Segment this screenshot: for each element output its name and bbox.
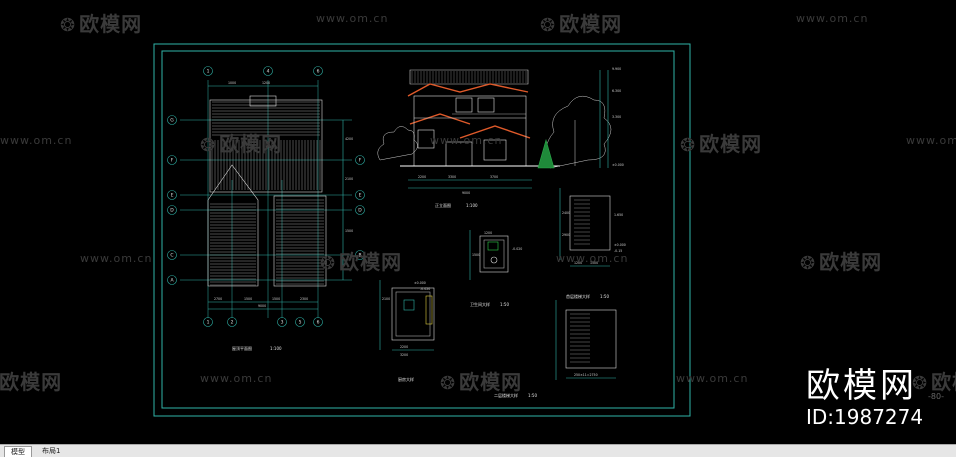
stair1-scale: 1:50 — [600, 294, 609, 299]
plan-dim-bottom: 2300 — [300, 297, 308, 301]
watermark-logo: 欧模网 — [320, 246, 402, 275]
sheet-outer-frame — [153, 43, 691, 417]
watermark-url: www.om.cn — [0, 134, 73, 147]
watermark-logo: 欧模网 — [680, 128, 762, 157]
plan-dim-total: 9000 — [258, 304, 266, 308]
brand-id: ID:1987274 — [806, 405, 924, 429]
toilet-title: 卫生间大样 — [470, 301, 490, 307]
plan-dim-bottom: 1500 — [244, 297, 252, 301]
watermark-url: www.om.cn — [316, 12, 389, 25]
brand-overlay: 欧模网 ID:1987274 — [806, 358, 923, 429]
elev-dim-total: 9000 — [462, 191, 470, 195]
toilet-detail — [469, 230, 509, 280]
watermark-url: www.om.cn — [556, 252, 629, 265]
plan-dim-top: 1000 — [228, 81, 236, 85]
stair-level: ±0.000 — [614, 243, 626, 247]
elevation-title: 正立面图 — [435, 202, 451, 208]
stair-detail-1 — [559, 188, 611, 267]
stair-detail-2 — [555, 300, 617, 380]
roof-plan — [180, 80, 352, 318]
stair1-title: 首层楼梯大样 — [566, 293, 590, 299]
page-number: -80- — [928, 392, 944, 401]
toilet-dim: 1500 — [472, 253, 480, 257]
kitchen-title: 厨房大样 — [398, 376, 414, 382]
plan-dim-top: 1200 — [262, 81, 270, 85]
tab-layout1[interactable]: 布局1 — [42, 447, 61, 455]
watermark-url: www.om.cn — [676, 372, 749, 385]
grid-bubble-right: F — [359, 158, 362, 164]
stair-level: -0.15 — [614, 249, 622, 253]
toilet-scale: 1:50 — [500, 302, 509, 307]
grid-bubble-bottom: 5 — [299, 320, 302, 326]
grid-bubble-bottom: 3 — [281, 320, 284, 326]
grid-bubble-top: 1 — [207, 69, 210, 75]
stair-dim: 2900 — [562, 233, 570, 237]
watermark-url: www.om.cn — [796, 12, 869, 25]
kitchen-dim: 3200 — [400, 353, 408, 357]
plan-dim-right: 2100 — [345, 177, 353, 181]
grid-bubble-right: D — [358, 208, 362, 214]
grid-bubble-bottom: 6 — [317, 320, 320, 326]
watermark-logo: 欧模网 — [0, 366, 62, 395]
watermark-logo: 欧模网 — [540, 8, 622, 37]
watermark-url: www.om.cn — [200, 372, 273, 385]
grid-bubble-right: E — [359, 193, 362, 199]
stair-level: 1.650 — [614, 213, 623, 217]
elevation-scale: 1:100 — [466, 203, 478, 208]
kitchen-dim: 2200 — [400, 345, 408, 349]
grid-bubble-left: D — [170, 208, 174, 214]
watermark-logo: 欧模网 — [440, 366, 522, 395]
elev-level: 6.300 — [612, 89, 621, 93]
grid-bubble-left: E — [171, 193, 174, 199]
kitchen-level: ±0.000 — [414, 281, 426, 285]
plan-dim-right: 1500 — [345, 229, 353, 233]
grid-bubble-left: F — [171, 158, 174, 164]
watermark-logo: 欧模网 — [60, 8, 142, 37]
elev-dim-bottom: 3700 — [490, 175, 498, 179]
kitchen-detail — [379, 280, 435, 351]
toilet-dim: 1200 — [484, 231, 492, 235]
layout-tab-bar: 模型 布局1 — [0, 444, 956, 457]
grid-bubble-bottom: 2 — [231, 320, 234, 326]
watermark-url: www.om.cn — [906, 134, 956, 147]
front-elevation — [377, 69, 612, 189]
kitchen-level: -0.020 — [420, 287, 430, 291]
tab-model[interactable]: 模型 — [4, 446, 32, 457]
grid-bubble-bottom: 1 — [207, 320, 210, 326]
elev-dim-bottom: 2200 — [418, 175, 426, 179]
elev-dim-bottom: 3300 — [448, 175, 456, 179]
sheet-inner-frame — [161, 50, 675, 409]
plan-title: 屋顶平面图 — [232, 345, 252, 351]
grid-bubble-left: G — [170, 118, 174, 124]
elev-level: 3.300 — [612, 115, 621, 119]
grid-bubble-left: C — [170, 253, 173, 259]
elev-level: ±0.000 — [612, 163, 624, 167]
plan-dim-bottom: 2700 — [214, 297, 222, 301]
stair-dim: 1500 — [590, 261, 598, 265]
stair-dim: 2400 — [562, 211, 570, 215]
stair2-dim: 250×11=2750 — [574, 373, 598, 377]
watermark-logo: 欧模网 — [912, 366, 956, 395]
elev-level: 9.900 — [612, 67, 621, 71]
stair2-scale: 1:50 — [528, 393, 537, 398]
watermark-url: www.om.cn — [80, 252, 153, 265]
plan-dim-right: 4200 — [345, 137, 353, 141]
brand-name: 欧模网 — [806, 366, 917, 406]
watermark-logo: 欧模网 — [800, 246, 882, 275]
plan-scale: 1:100 — [270, 346, 282, 351]
kitchen-dim: 2100 — [382, 297, 390, 301]
plan-dim-bottom: 1500 — [272, 297, 280, 301]
grid-bubble-top: 6 — [317, 69, 320, 75]
grid-bubble-left: A — [170, 278, 174, 284]
stair-dim: 1200 — [574, 261, 582, 265]
watermark-url: www.om.cn — [430, 134, 503, 147]
watermark-logo: 欧模网 — [200, 128, 282, 157]
stair2-title: 二层楼梯大样 — [494, 392, 518, 398]
grid-bubble-top: 4 — [267, 69, 270, 75]
toilet-level: -0.020 — [512, 247, 522, 251]
